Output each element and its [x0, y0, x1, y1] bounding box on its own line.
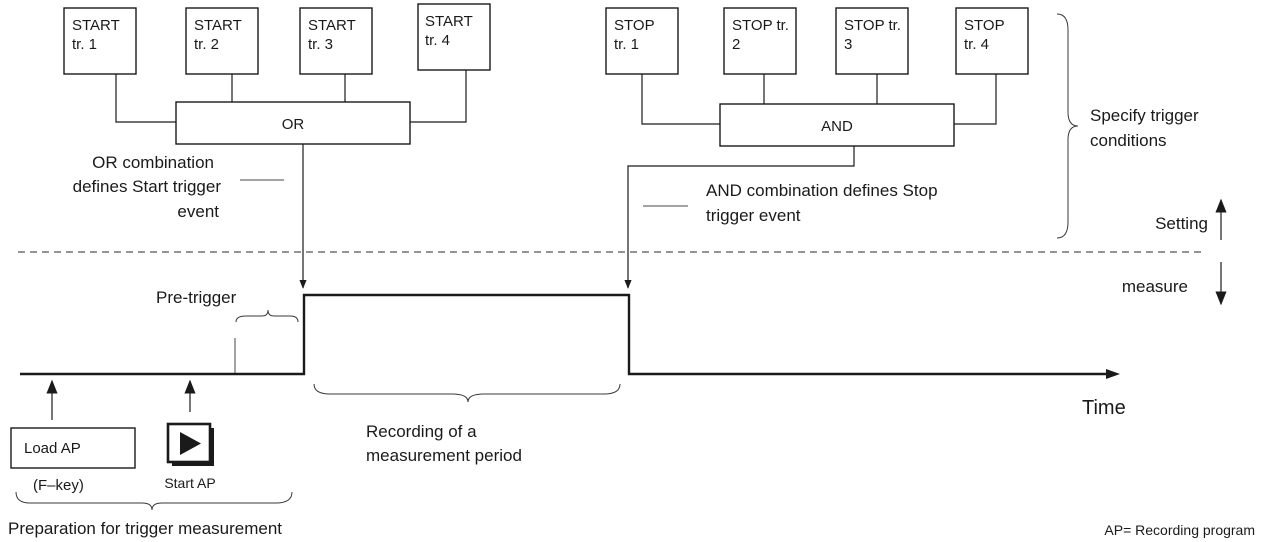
recording-label-line2: measurement period	[366, 446, 522, 465]
start-trigger-4: START tr. 4	[417, 3, 491, 71]
stop-trigger-1: STOP tr. 1	[605, 7, 679, 75]
specify-label-line2: conditions	[1090, 131, 1167, 150]
stop-trigger-4-line1: STOP	[964, 17, 1005, 34]
start-ap-icon	[166, 422, 214, 466]
time-label: Time	[1082, 397, 1126, 419]
stop-trigger-2: STOP tr. 2	[723, 7, 797, 75]
or-note-line2: defines Start trigger	[73, 177, 222, 196]
start-trigger-4-line2: tr. 4	[425, 32, 450, 49]
stop-trigger-3-line2: 3	[844, 36, 852, 53]
stop-trigger-1-line1: STOP	[614, 17, 655, 34]
or-connectors	[115, 70, 467, 123]
and-note-line1: AND combination defines Stop	[706, 181, 938, 200]
recording-label-line1: Recording of a	[366, 422, 477, 441]
specify-brace	[1056, 13, 1079, 239]
start-trigger-3: START tr. 3	[299, 7, 373, 75]
preparation-brace	[15, 491, 293, 511]
start-trigger-2-line1: START	[194, 17, 242, 34]
setting-label: Setting	[1155, 214, 1208, 233]
stop-trigger-3: STOP tr. 3	[835, 7, 909, 75]
start-trigger-3-line1: START	[308, 17, 356, 34]
start-trigger-1: START tr. 1	[63, 7, 137, 75]
start-trigger-3-line2: tr. 3	[308, 36, 333, 53]
measure-label: measure	[1122, 277, 1188, 296]
stop-trigger-2-line1: STOP tr.	[732, 17, 789, 34]
time-axis-arrowhead	[1106, 369, 1120, 379]
and-gate: AND	[719, 103, 955, 147]
and-connectors	[641, 74, 997, 125]
stop-event-arrow	[624, 146, 855, 289]
load-ap-button: Load AP	[10, 427, 136, 469]
and-note-line2: trigger event	[706, 206, 801, 225]
or-gate-label: OR	[282, 116, 305, 133]
and-gate-label: AND	[821, 118, 853, 135]
stop-trigger-2-line2: 2	[732, 36, 740, 53]
or-note-line1: OR combination	[92, 153, 214, 172]
start-trigger-4-line1: START	[425, 13, 473, 30]
pretrigger-brace	[235, 309, 299, 323]
ap-legend: AP= Recording program	[1104, 522, 1255, 538]
load-ap-label: Load AP	[24, 440, 81, 457]
start-trigger-1-line1: START	[72, 17, 120, 34]
stop-trigger-4-line2: tr. 4	[964, 36, 989, 53]
preparation-label: Preparation for trigger measurement	[8, 519, 282, 538]
fkey-label: (F–key)	[33, 477, 84, 494]
start-trigger-1-line2: tr. 1	[72, 36, 97, 53]
start-trigger-2: START tr. 2	[185, 7, 259, 75]
recording-brace	[313, 383, 621, 403]
trigger-signal	[20, 293, 1112, 376]
stop-trigger-3-line1: STOP tr.	[844, 17, 901, 34]
stop-trigger-1-line2: tr. 1	[614, 36, 639, 53]
specify-label-line1: Specify trigger	[1090, 106, 1199, 125]
start-ap-label: Start AP	[164, 475, 215, 491]
start-trigger-2-line2: tr. 2	[194, 36, 219, 53]
or-gate: OR	[175, 101, 411, 145]
pretrigger-label: Pre-trigger	[156, 288, 237, 307]
or-note-line3: event	[177, 202, 219, 221]
stop-trigger-4: STOP tr. 4	[955, 7, 1029, 75]
